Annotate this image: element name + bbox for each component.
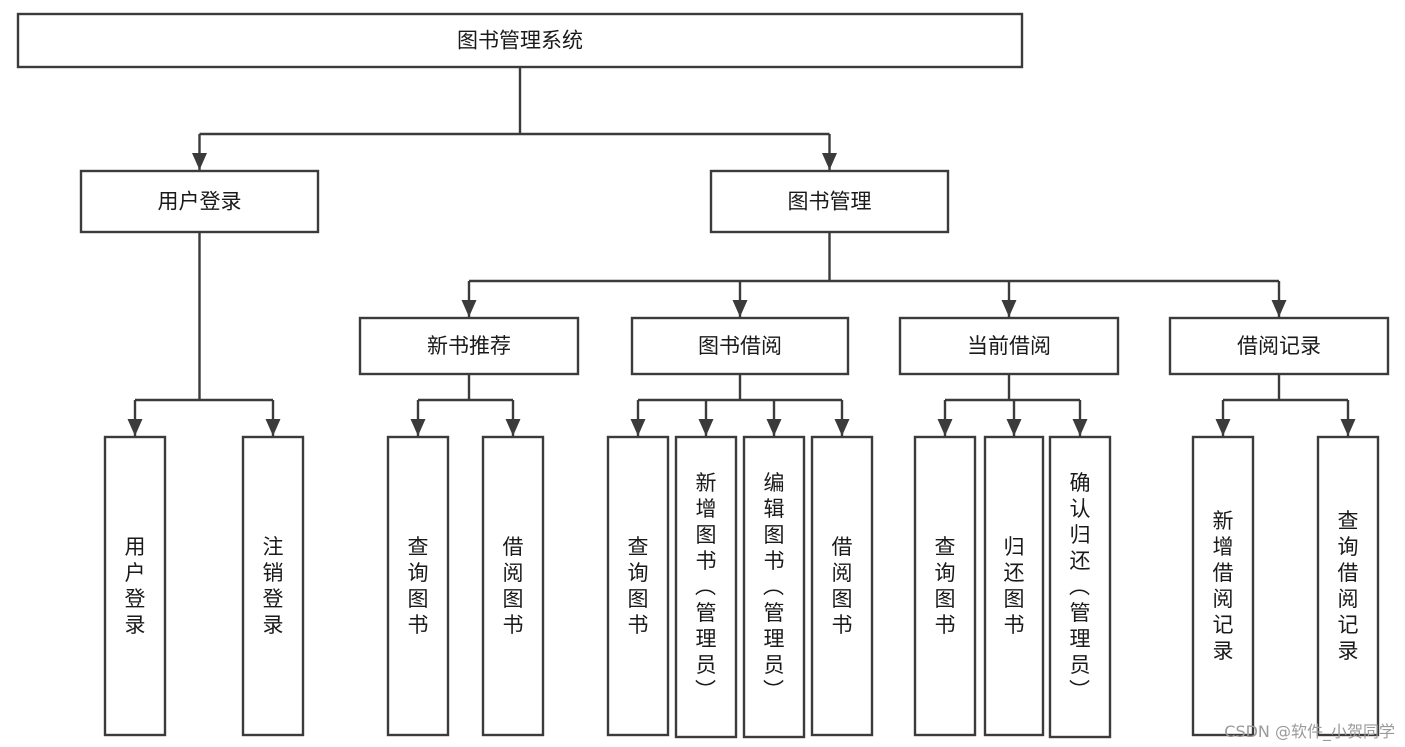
edge-group-root — [192, 67, 837, 170]
edge-group-book-borrow — [630, 374, 850, 436]
node-leaf-add-book-admin[interactable]: 新增图书（管理员） — [674, 435, 738, 739]
node-label-user-login: 用户登录 — [158, 190, 242, 214]
node-label-leaf-query-book-bb: 查询图书 — [628, 535, 649, 637]
node-label-leaf-user-logout: 注销登录 — [263, 535, 284, 637]
edge-group-borrow-record — [1215, 374, 1356, 436]
node-box-leaf-query-borrow-record — [1316, 435, 1380, 737]
node-leaf-query-book-bb[interactable]: 查询图书 — [606, 435, 670, 737]
node-box-leaf-add-borrow-record — [1191, 435, 1255, 737]
node-borrow-record[interactable]: 借阅记录 — [1168, 316, 1390, 376]
node-leaf-return-book[interactable]: 归还图书 — [983, 435, 1045, 737]
node-leaf-borrow-book-rec[interactable]: 借阅图书 — [481, 435, 545, 737]
node-leaf-query-book-cb[interactable]: 查询图书 — [913, 435, 977, 737]
node-box-book-manage — [709, 169, 950, 234]
edge-group-book-manage — [461, 232, 1287, 317]
node-box-leaf-borrow-book-rec — [481, 435, 545, 737]
arrow-head-icon — [192, 153, 207, 170]
node-box-leaf-confirm-return-admin — [1048, 435, 1112, 739]
arrow-head-icon — [822, 153, 837, 170]
node-label-leaf-query-book-rec: 查询图书 — [408, 535, 429, 637]
node-box-leaf-query-book-bb — [606, 435, 670, 737]
node-label-current-borrow: 当前借阅 — [967, 334, 1051, 358]
node-label-leaf-add-borrow-record: 新增借阅记录 — [1213, 509, 1234, 663]
arrow-head-icon — [732, 300, 748, 317]
edge-group-current-borrow — [937, 374, 1088, 436]
node-label-leaf-edit-book-admin: 编辑图书（管理员） — [763, 471, 785, 703]
node-label-book-borrow: 图书借阅 — [698, 334, 782, 358]
node-leaf-user-logout[interactable]: 注销登录 — [241, 435, 305, 737]
arrow-head-icon — [505, 419, 521, 436]
node-current-borrow[interactable]: 当前借阅 — [898, 316, 1120, 376]
node-label-leaf-user-login: 用户登录 — [125, 535, 146, 637]
node-leaf-user-login[interactable]: 用户登录 — [103, 435, 167, 737]
connector-layer — [127, 67, 1356, 436]
arrow-head-icon — [1340, 419, 1356, 436]
node-box-leaf-edit-book-admin — [742, 435, 806, 739]
arrow-head-icon — [1215, 419, 1231, 436]
node-root[interactable]: 图书管理系统 — [16, 12, 1024, 69]
arrow-head-icon — [410, 419, 426, 436]
node-label-leaf-add-book-admin: 新增图书（管理员） — [695, 471, 717, 703]
node-box-leaf-query-book-rec — [386, 435, 450, 737]
node-label-root: 图书管理系统 — [457, 29, 583, 53]
node-label-leaf-return-book: 归还图书 — [1004, 535, 1025, 637]
arrow-head-icon — [265, 419, 281, 436]
node-label-leaf-borrow-book-rec: 借阅图书 — [503, 535, 524, 637]
node-box-new-book-rec — [358, 316, 580, 376]
node-book-borrow[interactable]: 图书借阅 — [630, 316, 850, 376]
node-layer: 图书管理系统用户登录图书管理新书推荐图书借阅当前借阅借阅记录用户登录注销登录查询… — [16, 12, 1390, 739]
node-label-book-manage: 图书管理 — [788, 190, 872, 214]
node-label-leaf-borrow-book-bb: 借阅图书 — [832, 535, 853, 637]
arrow-head-icon — [834, 419, 850, 436]
node-leaf-query-book-rec[interactable]: 查询图书 — [386, 435, 450, 737]
arrow-head-icon — [461, 300, 477, 317]
node-box-current-borrow — [898, 316, 1120, 376]
node-label-leaf-query-book-cb: 查询图书 — [935, 535, 956, 637]
node-box-leaf-query-book-cb — [913, 435, 977, 737]
arrow-head-icon — [127, 419, 143, 436]
node-box-borrow-record — [1168, 316, 1390, 376]
node-new-book-rec[interactable]: 新书推荐 — [358, 316, 580, 376]
arrow-head-icon — [1006, 419, 1022, 436]
node-leaf-edit-book-admin[interactable]: 编辑图书（管理员） — [742, 435, 806, 739]
node-box-leaf-return-book — [983, 435, 1045, 737]
node-book-manage[interactable]: 图书管理 — [709, 169, 950, 234]
node-leaf-confirm-return-admin[interactable]: 确认归还（管理员） — [1048, 435, 1112, 739]
arrow-head-icon — [698, 419, 714, 436]
node-label-borrow-record: 借阅记录 — [1237, 334, 1321, 358]
csdn-watermark: CSDN @软件_小贺同学 — [1224, 722, 1395, 741]
node-box-root — [16, 12, 1024, 69]
node-leaf-add-borrow-record[interactable]: 新增借阅记录 — [1191, 435, 1255, 737]
node-leaf-borrow-book-bb[interactable]: 借阅图书 — [810, 435, 874, 737]
arrow-head-icon — [630, 419, 646, 436]
node-box-leaf-user-login — [103, 435, 167, 737]
arrow-head-icon — [1072, 419, 1088, 436]
edge-group-user-login — [127, 232, 281, 436]
node-label-leaf-query-borrow-record: 查询借阅记录 — [1338, 509, 1359, 663]
arrow-head-icon — [766, 419, 782, 436]
node-label-new-book-rec: 新书推荐 — [427, 334, 511, 358]
node-box-leaf-borrow-book-bb — [810, 435, 874, 737]
node-leaf-query-borrow-record[interactable]: 查询借阅记录 — [1316, 435, 1380, 737]
edge-group-new-book-rec — [410, 374, 521, 436]
node-box-leaf-user-logout — [241, 435, 305, 737]
arrow-head-icon — [1001, 300, 1017, 317]
arrow-head-icon — [937, 419, 953, 436]
node-box-leaf-add-book-admin — [674, 435, 738, 739]
arrow-head-icon — [1271, 300, 1287, 317]
node-user-login[interactable]: 用户登录 — [79, 169, 320, 234]
node-label-leaf-confirm-return-admin: 确认归还（管理员） — [1069, 471, 1091, 703]
node-box-book-borrow — [630, 316, 850, 376]
node-box-user-login — [79, 169, 320, 234]
